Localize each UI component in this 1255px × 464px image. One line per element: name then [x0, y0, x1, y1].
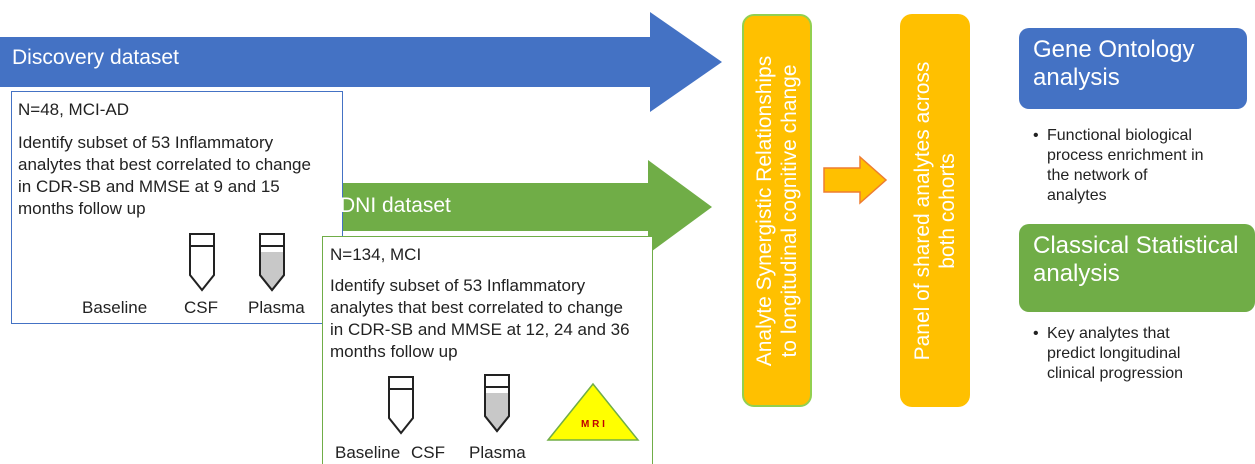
- stat-bullet-text: Key analytes that predict longitudinal c…: [1047, 324, 1183, 384]
- adni-box: N=134, MCI Identify subset of 53 Inflamm…: [322, 236, 653, 464]
- small-orange-arrow: [823, 155, 888, 205]
- panel-bar-text: Panel of shared analytes across both coh…: [910, 61, 960, 360]
- go-bullet-line: the network of: [1047, 167, 1148, 184]
- adni-arrow: [316, 160, 712, 254]
- mri-triangle-icon: [546, 382, 640, 441]
- mri-label: M R I: [581, 419, 605, 430]
- discovery-banner: Discovery dataset: [12, 46, 179, 69]
- adni-description: Identify subset of 53 Inflammatory analy…: [330, 276, 630, 361]
- go-heading-line2: analysis: [1033, 64, 1120, 91]
- stat-bullet-line: predict longitudinal: [1047, 345, 1181, 362]
- adni-label-csf: CSF: [411, 443, 445, 462]
- discovery-description: Identify subset of 53 Inflammatory analy…: [18, 133, 311, 218]
- classical-statistical-heading: Classical Statistical analysis: [1019, 224, 1255, 312]
- go-bullet-line: analytes: [1047, 187, 1107, 204]
- synergy-bar-text: Analyte Synergistic Relationships to lon…: [752, 55, 802, 366]
- stat-heading-line2: analysis: [1033, 260, 1120, 287]
- stat-heading-line1: Classical Statistical: [1033, 232, 1239, 259]
- stat-bullet-line: clinical progression: [1047, 365, 1184, 382]
- discovery-label-csf: CSF: [184, 298, 218, 317]
- discovery-label-plasma: Plasma: [248, 298, 305, 317]
- synergy-line2: to longitudinal cognitive change: [778, 63, 801, 358]
- adni-label-plasma: Plasma: [469, 443, 526, 462]
- adni-title: N=134, MCI: [330, 245, 422, 264]
- adni-plasma-tube-icon: [484, 374, 510, 433]
- adni-banner: ADNI dataset: [326, 194, 451, 217]
- discovery-label-baseline: Baseline: [82, 298, 148, 317]
- synergy-line1: Analyte Synergistic Relationships: [753, 55, 776, 366]
- plasma-tube-icon: [259, 233, 285, 292]
- panel-line1: Panel of shared analytes across: [911, 61, 934, 360]
- panel-bar: Panel of shared analytes across both coh…: [900, 14, 970, 407]
- panel-line2: both cohorts: [936, 152, 959, 269]
- go-heading-line1: Gene Ontology: [1033, 36, 1195, 63]
- csf-tube-icon: [189, 233, 215, 292]
- go-bullet-line: Functional biological: [1047, 127, 1192, 144]
- go-bullet-text: Functional biological process enrichment…: [1047, 126, 1204, 206]
- gene-ontology-heading: Gene Ontology analysis: [1019, 28, 1247, 109]
- adni-label-baseline: Baseline: [335, 443, 401, 462]
- adni-csf-tube-icon: [388, 376, 414, 435]
- discovery-box: N=48, MCI-AD Identify subset of 53 Infla…: [11, 91, 343, 324]
- synergy-bar: Analyte Synergistic Relationships to lon…: [742, 14, 812, 407]
- bullet-dot-icon: •: [1033, 127, 1039, 144]
- go-bullet: • Functional biological process enrichme…: [1033, 126, 1253, 216]
- stat-bullet-line: Key analytes that: [1047, 325, 1170, 342]
- bullet-dot-icon: •: [1033, 325, 1039, 342]
- go-bullet-line: process enrichment in: [1047, 147, 1204, 164]
- discovery-title: N=48, MCI-AD: [18, 100, 129, 119]
- discovery-arrow: [0, 12, 722, 112]
- stat-bullet: • Key analytes that predict longitudinal…: [1033, 324, 1253, 394]
